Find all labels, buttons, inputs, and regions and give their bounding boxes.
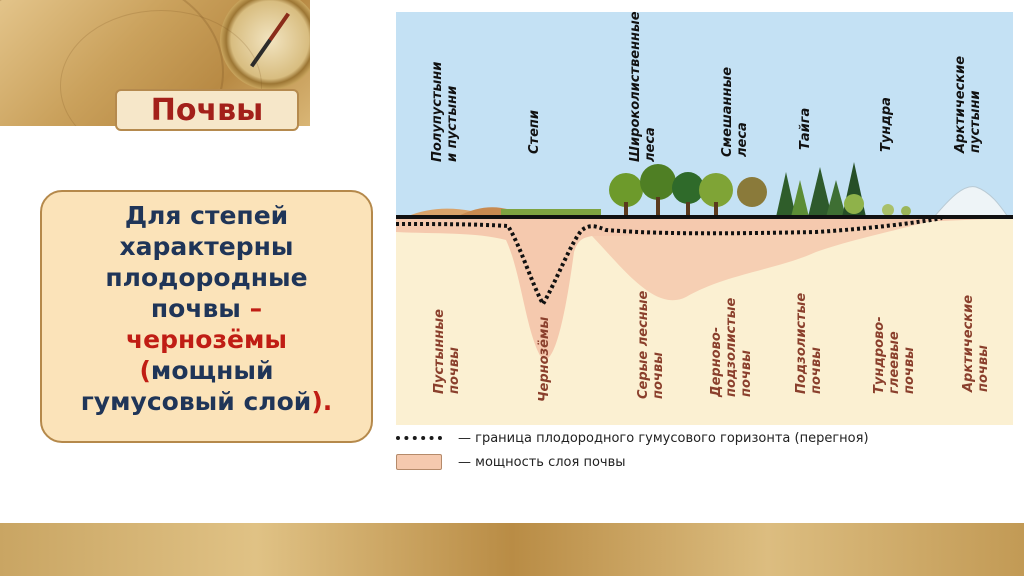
broadleaf-trees xyxy=(609,164,733,217)
legend-text: — граница плодородного гумусового горизо… xyxy=(458,430,869,446)
legend-item-thickness: — мощность слоя почвы xyxy=(396,452,626,472)
slide-title: Почвы xyxy=(115,89,299,131)
tundra-shrubs xyxy=(844,194,911,216)
zone-label: Тайга xyxy=(798,107,813,150)
fill-swatch xyxy=(396,454,442,470)
info-textbox: Для степей характерны плодородные почвы … xyxy=(40,190,373,443)
info-line: плодородные xyxy=(105,263,308,292)
soil-thickness-tail xyxy=(592,218,941,301)
dotted-line-swatch xyxy=(396,436,442,440)
mixed-forest xyxy=(737,172,809,217)
legend-item-boundary: — граница плодородного гумусового горизо… xyxy=(396,428,869,448)
info-line: характерны xyxy=(119,232,294,261)
humus-boundary-line xyxy=(396,216,943,309)
zone-label: Степи xyxy=(527,110,542,154)
slide-title-text: Почвы xyxy=(150,92,264,128)
info-line: (мощный xyxy=(139,356,274,385)
info-line: почвы – xyxy=(150,294,263,323)
info-line: чернозёмы xyxy=(126,325,287,354)
compass-icon xyxy=(220,0,310,90)
decorative-map-strip xyxy=(0,523,1024,576)
zone-label: Тундра xyxy=(879,97,894,152)
soil-label: Чернозёмы xyxy=(537,316,552,402)
info-line: Для степей xyxy=(124,201,289,230)
soil-thickness-area xyxy=(396,216,1013,360)
info-line: гумусовый слой). xyxy=(80,387,333,416)
diagram-legend: — граница плодородного гумусового горизо… xyxy=(396,428,916,474)
arctic-ice xyxy=(932,186,1009,218)
legend-text: — мощность слоя почвы xyxy=(458,454,626,470)
diagram-svg xyxy=(396,12,1013,425)
steppe-grass xyxy=(501,209,601,217)
